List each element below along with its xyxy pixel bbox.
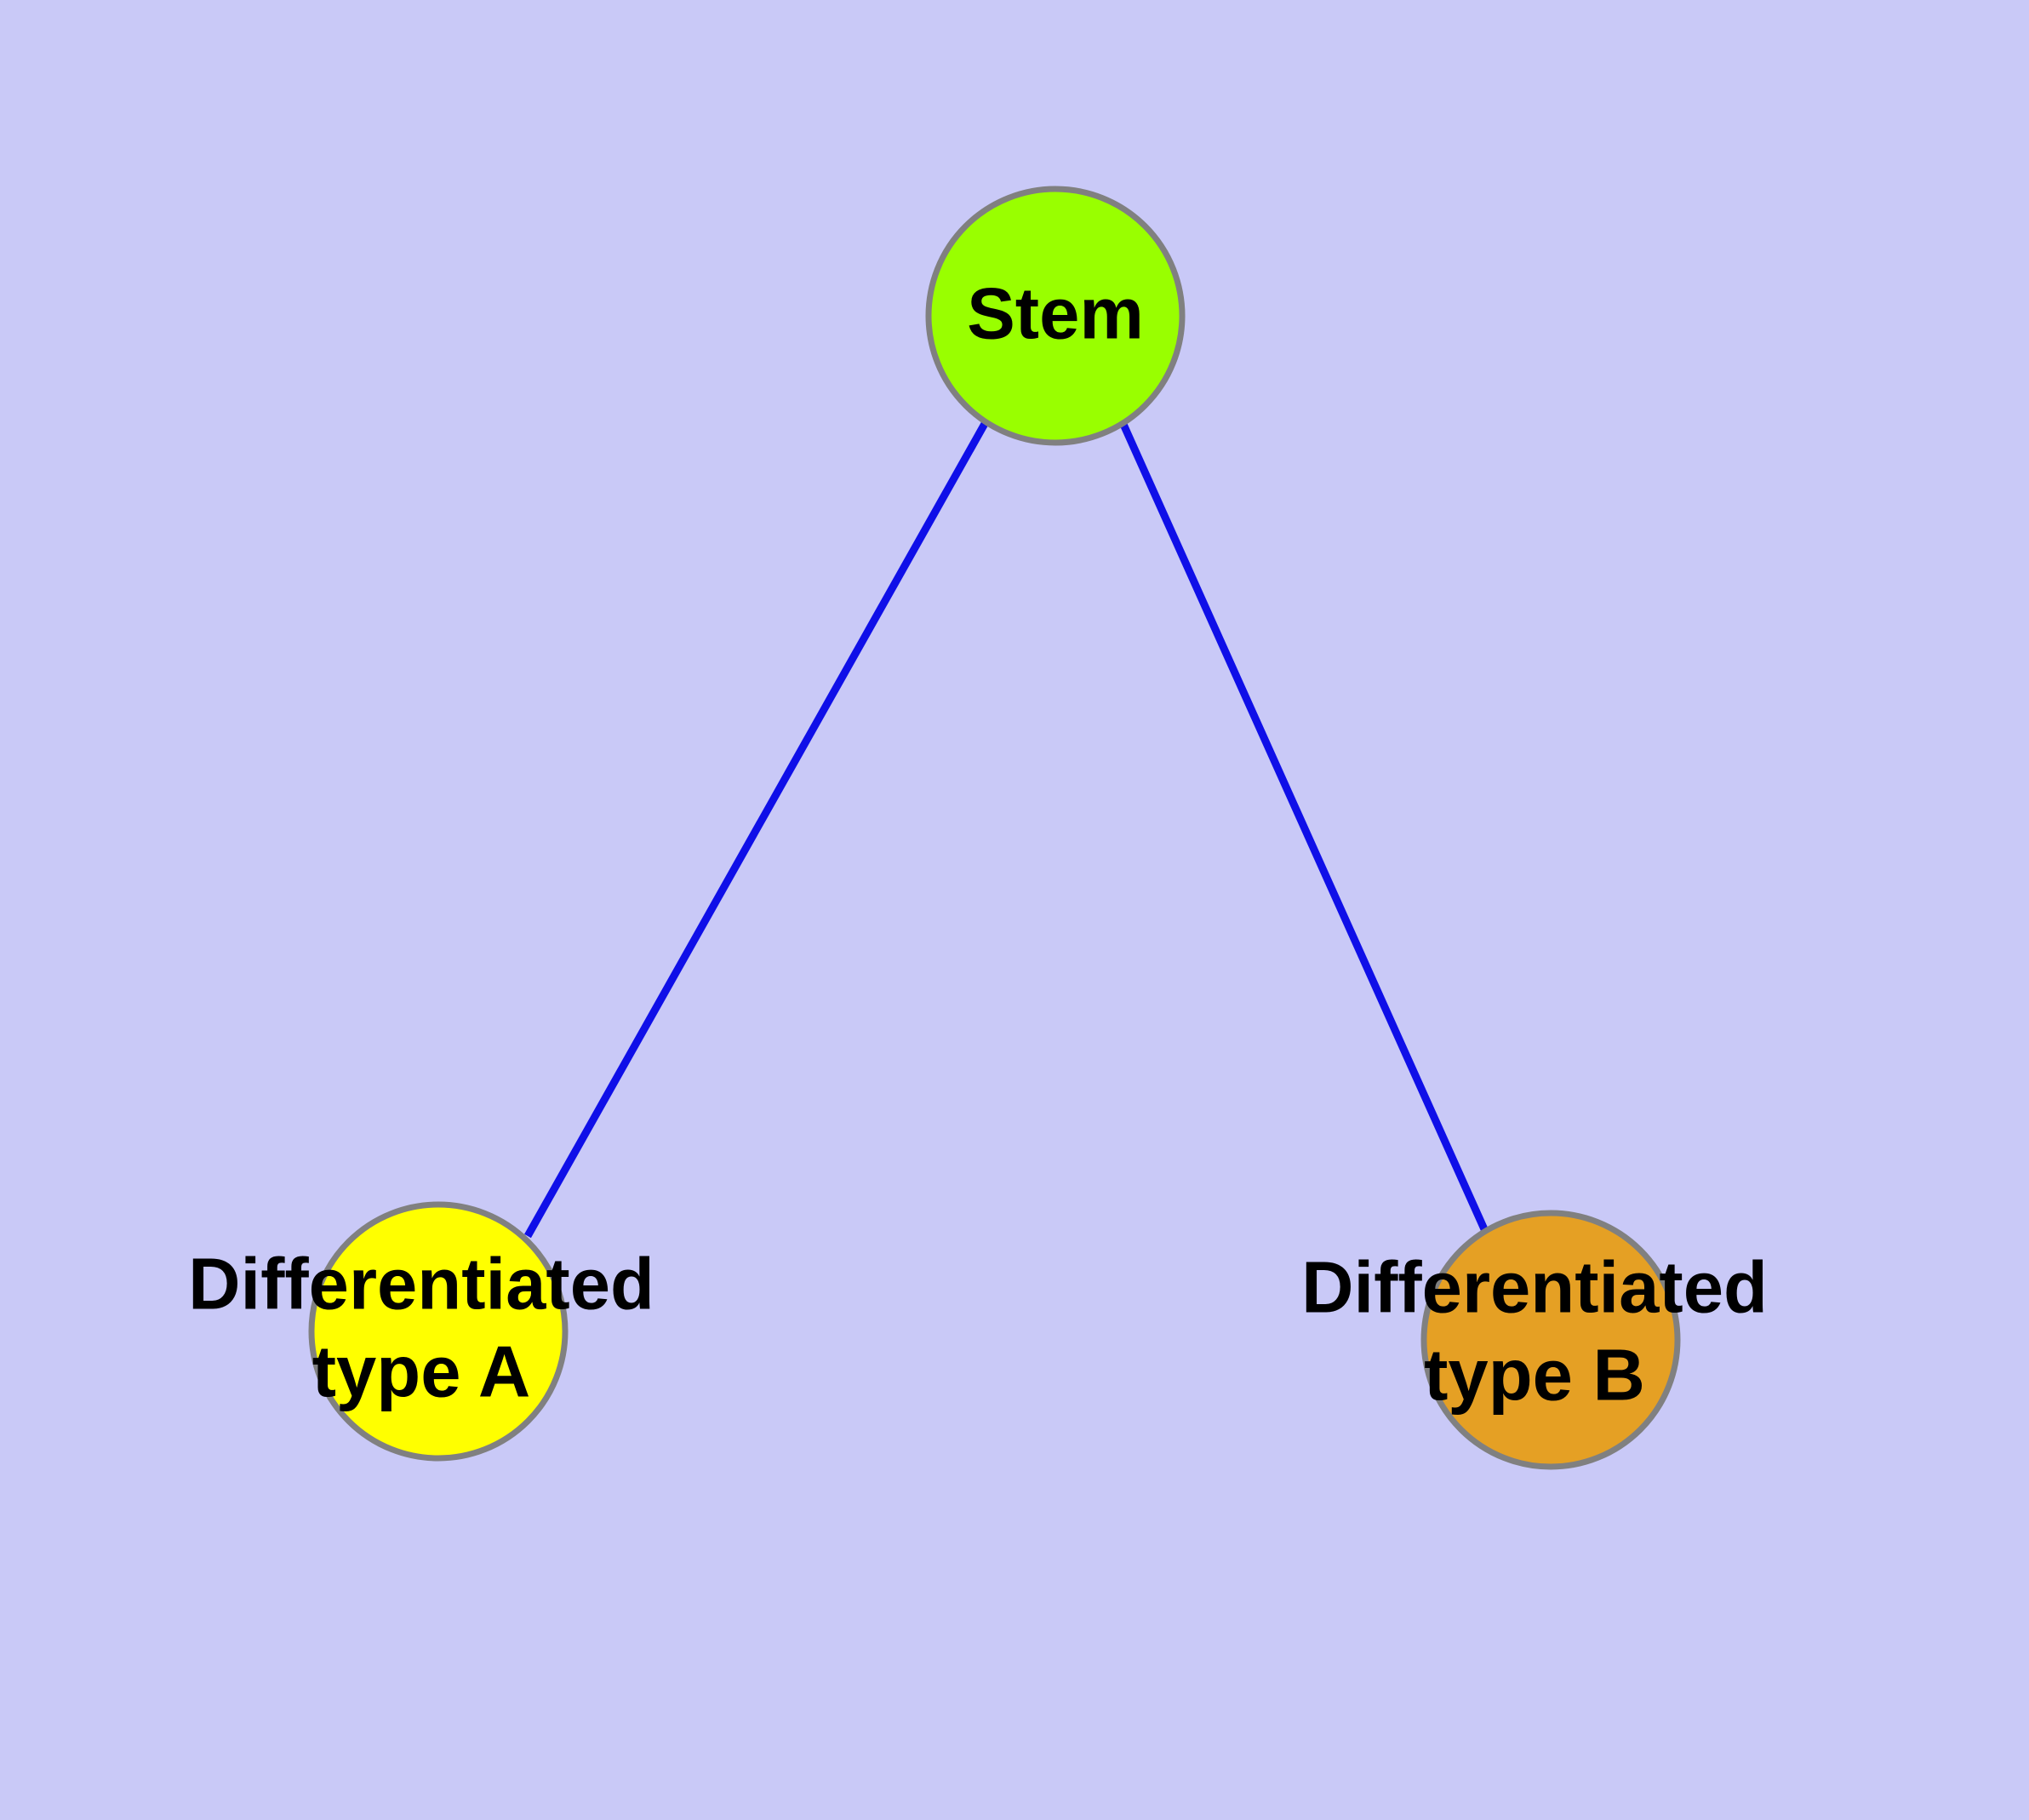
node-stem-circle[interactable]: [925, 186, 1186, 446]
node-layer: [308, 186, 1681, 1470]
node-stem[interactable]: [925, 186, 1186, 446]
node-differentiated-type-a-label-line1: Differentiated: [188, 1244, 654, 1325]
node-differentiated-type-b-label-line1: Differentiated: [1301, 1247, 1768, 1328]
edge-layer: [524, 419, 1489, 1239]
node-differentiated-type-b-label-line2: type B: [1424, 1335, 1645, 1416]
node-differentiated-type-b[interactable]: [1420, 1210, 1681, 1470]
edge-stem-to-differentiated-type-b[interactable]: [1117, 419, 1489, 1231]
node-stem-label: Stem: [967, 273, 1144, 354]
node-differentiated-type-b-circle[interactable]: [1420, 1210, 1681, 1470]
node-differentiated-type-a-circle[interactable]: [308, 1201, 569, 1462]
label-layer: Stem Differentiated type A Differentiate…: [188, 273, 1768, 1416]
edge-stem-to-differentiated-type-a[interactable]: [524, 420, 989, 1239]
node-differentiated-type-a-label-line2: type A: [312, 1331, 531, 1412]
node-differentiated-type-a[interactable]: [308, 1201, 569, 1462]
